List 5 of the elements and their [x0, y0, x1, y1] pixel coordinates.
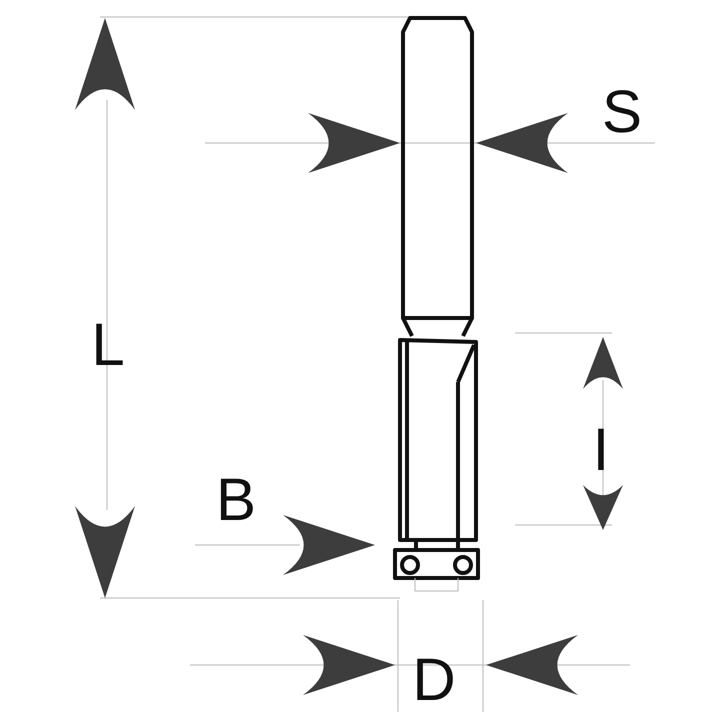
dimension-label: D [412, 650, 456, 710]
dimension-label: I [592, 420, 610, 480]
dimension-label: S [602, 82, 642, 142]
dimension-label: L [91, 315, 125, 375]
dimension-label: B [216, 470, 256, 530]
